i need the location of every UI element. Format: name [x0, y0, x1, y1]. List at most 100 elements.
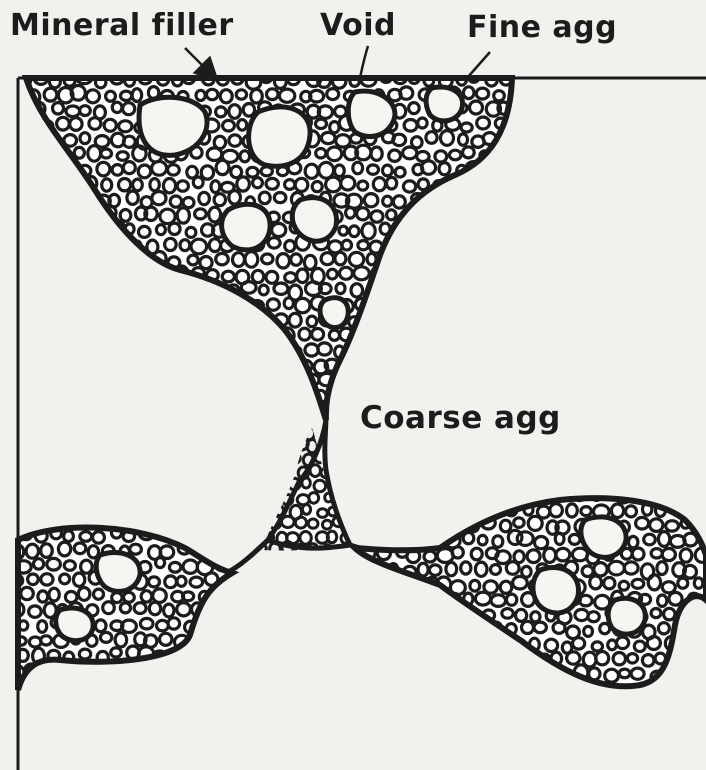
fine-particle — [417, 240, 429, 256]
fine-particle — [357, 504, 367, 516]
fine-particle — [26, 391, 38, 404]
fine-particle — [449, 387, 461, 399]
fine-particle — [373, 391, 385, 403]
fine-particle — [93, 375, 106, 387]
fine-particle — [33, 283, 47, 298]
fine-particle — [491, 388, 504, 402]
fine-particle — [157, 314, 170, 326]
fine-particle — [426, 610, 438, 622]
fine-particle — [94, 681, 104, 691]
fine-particle — [349, 667, 361, 679]
fine-particle — [207, 332, 218, 343]
fine-particle — [470, 375, 480, 384]
fine-particle — [155, 282, 166, 296]
fine-particle — [403, 296, 416, 310]
fine-particle — [127, 343, 138, 354]
fine-particle — [418, 360, 431, 371]
fine-particle — [483, 346, 497, 358]
fine-particle — [367, 346, 377, 357]
fine-particle — [275, 506, 283, 516]
fine-particle — [57, 177, 72, 189]
fine-particle — [373, 329, 385, 344]
fine-particle — [279, 376, 288, 385]
fine-particle — [109, 373, 119, 384]
fine-particle — [138, 681, 148, 692]
fine-particle — [492, 651, 505, 666]
fine-particle — [393, 283, 406, 297]
fine-particle — [337, 417, 345, 426]
fine-particle — [365, 520, 378, 534]
fine-particle — [440, 518, 454, 530]
fine-particle — [452, 491, 463, 503]
fine-particle — [51, 316, 63, 329]
fine-particle — [207, 666, 219, 676]
fine-particle — [329, 455, 338, 465]
fine-particle — [423, 254, 436, 265]
fine-particle — [385, 532, 396, 544]
fine-particle — [454, 374, 468, 387]
fine-particle — [26, 120, 42, 133]
fine-particle — [428, 317, 437, 327]
fine-particle — [22, 343, 34, 355]
fine-particle — [29, 512, 41, 524]
fine-particle — [103, 270, 117, 282]
fine-particle — [408, 313, 420, 325]
fine-particle — [471, 638, 481, 648]
mastic-region-right — [348, 486, 706, 687]
fine-particle — [134, 330, 144, 340]
fine-particle — [19, 313, 32, 327]
fine-particle — [152, 678, 167, 690]
fine-particle — [480, 211, 492, 224]
fine-particle — [419, 655, 431, 664]
fine-particle — [138, 372, 150, 386]
fine-particle — [342, 481, 352, 492]
fine-particle — [380, 520, 391, 531]
fine-particle — [496, 149, 506, 158]
fine-particle — [85, 266, 99, 280]
fine-particle — [452, 517, 465, 529]
fine-particle — [221, 392, 233, 402]
fine-particle — [75, 267, 85, 281]
fine-particle — [333, 466, 343, 474]
fine-particle — [205, 632, 217, 644]
fine-particle — [408, 637, 420, 648]
fine-particle — [57, 392, 68, 401]
fine-particle — [349, 400, 360, 415]
fine-particle — [70, 239, 85, 254]
fine-particle — [182, 681, 195, 693]
fine-particle — [176, 359, 187, 372]
fine-particle — [88, 361, 99, 373]
fine-particle — [269, 390, 279, 401]
fine-particle — [245, 403, 256, 413]
fine-particle — [423, 489, 433, 499]
fine-particle — [447, 505, 460, 518]
fine-particle — [396, 407, 406, 418]
fine-particle — [381, 579, 393, 593]
fine-particle — [395, 254, 407, 267]
fine-particle — [209, 360, 223, 374]
fine-particle — [77, 224, 90, 238]
fine-particle — [379, 403, 389, 414]
fine-particle — [199, 346, 214, 358]
fine-particle — [44, 181, 53, 193]
fine-particle — [367, 670, 378, 680]
fine-particle — [272, 442, 280, 451]
fine-particle — [170, 402, 183, 415]
fine-particle — [502, 252, 514, 266]
fine-particle — [30, 270, 42, 281]
fine-particle — [198, 679, 211, 690]
fine-particle — [230, 343, 241, 353]
fine-particle — [246, 344, 259, 359]
mineral-filler-arrow — [185, 48, 212, 75]
fine-particle — [40, 665, 51, 675]
fine-particle — [89, 211, 98, 220]
fine-particle — [65, 285, 79, 297]
fine-particle — [479, 180, 489, 190]
fine-particle — [137, 401, 150, 415]
fine-particle — [268, 414, 280, 427]
fine-particle — [99, 359, 112, 374]
fine-particle — [409, 517, 422, 530]
fine-particle — [93, 404, 105, 417]
fine-particle — [237, 332, 247, 342]
fine-particle — [82, 347, 93, 357]
